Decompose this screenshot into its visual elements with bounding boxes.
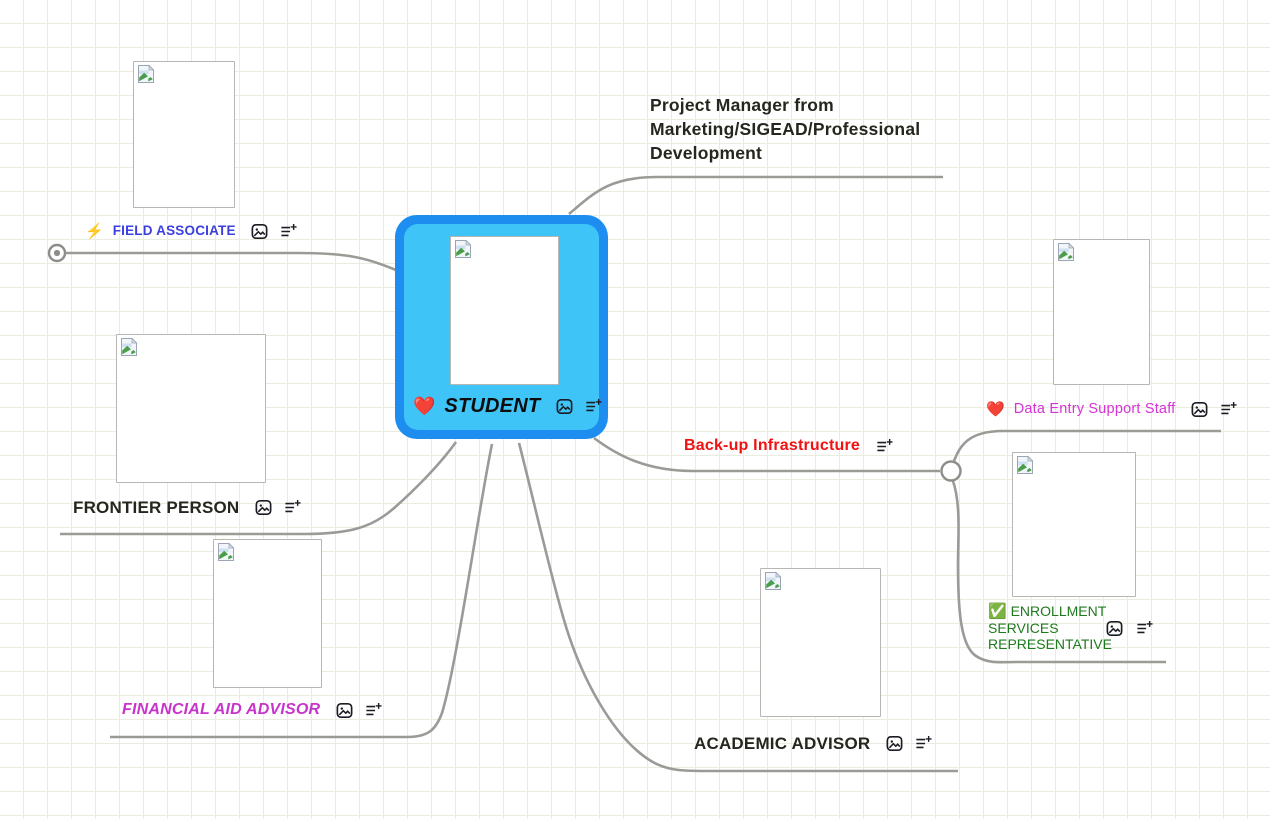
heart-emoji: ❤️	[986, 400, 1005, 418]
financial-aid-image-placeholder[interactable]	[213, 539, 322, 688]
check-mark-emoji: ✅	[988, 603, 1007, 620]
image-icon[interactable]	[884, 733, 904, 753]
image-icon[interactable]	[250, 221, 270, 241]
data-entry-image-placeholder[interactable]	[1053, 239, 1150, 385]
backup-infrastructure-label[interactable]: Back-up Infrastructure	[684, 437, 860, 454]
playlist-add-icon[interactable]	[583, 396, 603, 416]
broken-image-icon	[455, 239, 472, 258]
branch-anchor-dot[interactable]	[47, 243, 67, 263]
enrollment-rep-image-placeholder[interactable]	[1012, 452, 1136, 597]
broken-image-icon	[138, 64, 155, 83]
playlist-add-icon[interactable]	[279, 221, 299, 241]
financial-aid-label[interactable]: FINANCIAL AID ADVISOR	[122, 701, 321, 718]
frontier-person-label[interactable]: FRONTIER PERSON	[73, 497, 240, 517]
branch-line-field-associate[interactable]	[66, 251, 397, 272]
broken-image-icon	[1017, 455, 1034, 474]
lightning-emoji: ⚡	[85, 222, 104, 240]
branch-line-academic-advisor[interactable]	[517, 442, 958, 773]
branch-line-project-manager[interactable]	[568, 175, 943, 215]
data-entry-label[interactable]: Data Entry Support Staff	[1013, 400, 1176, 417]
branch-connector-circle[interactable]	[940, 460, 962, 482]
student-label[interactable]: STUDENT	[444, 395, 541, 417]
field-associate-image-placeholder[interactable]	[133, 61, 235, 208]
playlist-add-icon[interactable]	[282, 497, 302, 517]
branch-line-enrollment-rep[interactable]	[951, 480, 1166, 664]
broken-image-icon	[765, 571, 782, 590]
broken-image-icon	[218, 542, 235, 561]
playlist-add-icon[interactable]	[363, 700, 383, 720]
playlist-add-icon[interactable]	[1134, 618, 1154, 638]
image-icon[interactable]	[1189, 399, 1209, 419]
enrollment-rep-label[interactable]: ENROLLMENT SERVICES REPRESENTATIVE	[988, 603, 1112, 652]
playlist-add-icon[interactable]	[1218, 399, 1238, 419]
academic-advisor-image-placeholder[interactable]	[760, 568, 881, 717]
broken-image-icon	[1058, 242, 1075, 261]
branch-line-frontier-person[interactable]	[60, 441, 458, 536]
image-icon[interactable]	[334, 700, 354, 720]
heart-emoji: ❤️	[413, 396, 436, 416]
field-associate-label[interactable]: FIELD ASSOCIATE	[112, 223, 236, 239]
academic-advisor-label[interactable]: ACADEMIC ADVISOR	[694, 733, 871, 753]
enrollment-rep-label-block[interactable]: ✅ ENROLLMENT SERVICES REPRESENTATIVE	[988, 603, 1122, 652]
frontier-person-image-placeholder[interactable]	[116, 334, 266, 483]
branch-line-financial-aid[interactable]	[110, 443, 494, 739]
playlist-add-icon[interactable]	[913, 733, 933, 753]
project-manager-label[interactable]: Project Manager from Marketing/SIGEAD/Pr…	[650, 95, 921, 163]
student-image-placeholder[interactable]	[450, 236, 559, 385]
branch-line-backup-infrastructure[interactable]	[593, 436, 940, 473]
playlist-add-icon[interactable]	[874, 436, 894, 456]
branch-line-data-entry[interactable]	[952, 429, 1221, 462]
image-icon[interactable]	[1104, 618, 1124, 638]
image-icon[interactable]	[554, 396, 574, 416]
broken-image-icon	[121, 337, 138, 356]
image-icon[interactable]	[253, 497, 273, 517]
